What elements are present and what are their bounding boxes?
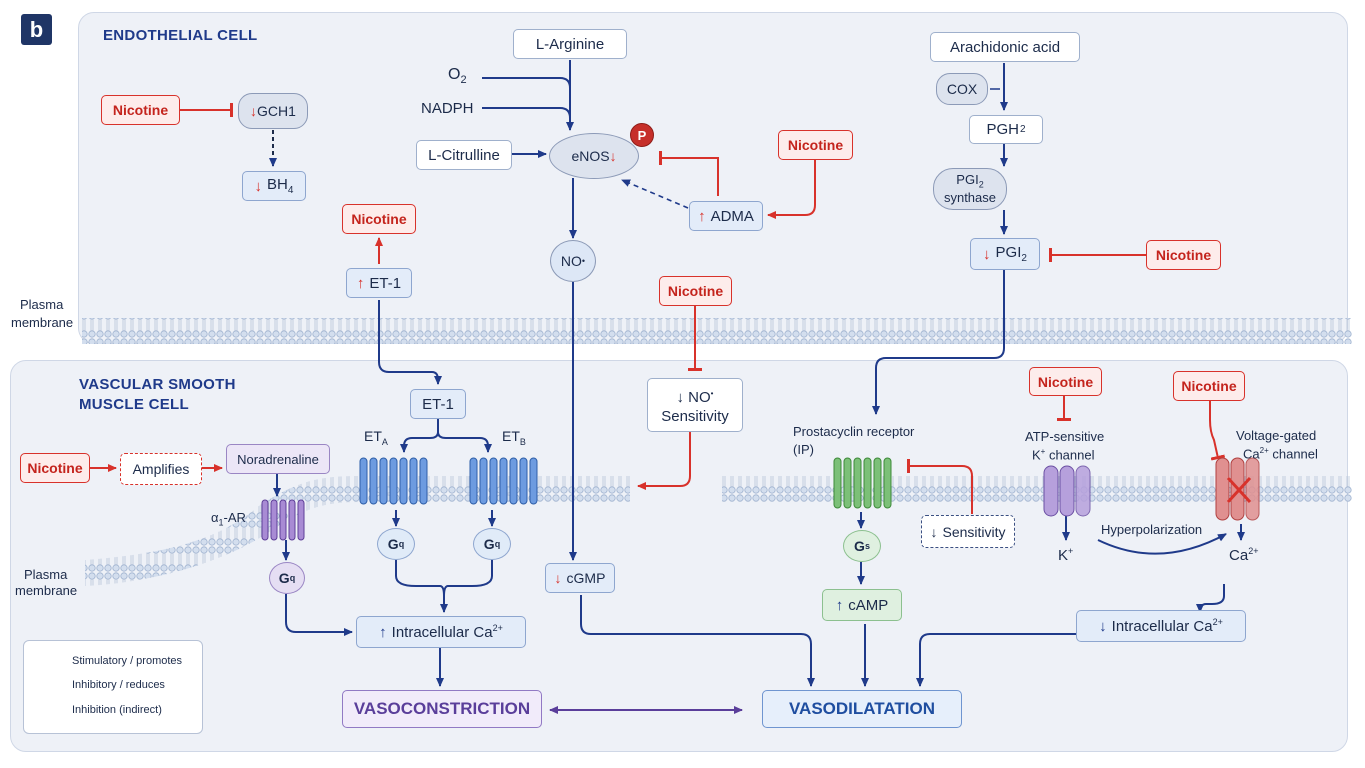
alpha1-receptor-icon [261, 499, 305, 541]
amplifies-node: Amplifies [120, 453, 202, 485]
adma-up-arrow: ↑ [698, 207, 706, 225]
atp-k-channel-label-2: K+ channel [1032, 447, 1095, 463]
panel-label: b [21, 14, 52, 45]
et1-endothelial-node: ↑ ET-1 [346, 268, 412, 298]
ca-ion-label: Ca2+ [1229, 546, 1259, 564]
adma-label: ADMA [710, 207, 754, 225]
cox-node: COX [936, 73, 988, 105]
nadph-label: NADPH [421, 100, 474, 117]
gch1-down-arrow: ↓ [250, 103, 258, 119]
nicotine-atp-k: Nicotine [1029, 367, 1102, 396]
gch1-label: GCH1 [257, 103, 296, 119]
legend: Stimulatory / promotes Inhibitory / redu… [23, 640, 203, 734]
camp-node: ↑ cAMP [822, 589, 902, 621]
vsmc-title-line1: VASCULAR SMOOTH [79, 376, 236, 393]
nicotine-voltage-gated-ca: Nicotine [1173, 371, 1245, 401]
noradrenaline-node: Noradrenaline [226, 444, 330, 474]
intracellular-ca-down-arrow: ↓ [1099, 617, 1107, 635]
pgi2-node: ↓ PGI2 [970, 238, 1040, 270]
adma-node: ↑ ADMA [689, 201, 763, 231]
et1-vsmc-node: ET-1 [410, 389, 466, 419]
hyperpolarization-label: Hyperpolarization [1101, 522, 1203, 537]
endothelial-cell-title: ENDOTHELIAL CELL [103, 27, 258, 44]
plasma-membrane-top [82, 318, 1352, 344]
intracellular-ca-up-arrow: ↑ [379, 623, 387, 641]
l-arginine-node: L-Arginine [513, 29, 627, 59]
cgmp-node: ↓ cGMP [545, 563, 615, 593]
eta-label: ETA [364, 428, 388, 447]
cgmp-down-arrow: ↓ [554, 570, 562, 586]
prostacyclin-receptor-label-2: (IP) [793, 442, 814, 457]
o2-label: O2 [448, 66, 467, 87]
channel-blocked-x-icon [1226, 476, 1252, 504]
arachidonic-acid-node: Arachidonic acid [930, 32, 1080, 62]
plasma-membrane-vsmc-left [85, 476, 630, 586]
no-sensitivity-down-arrow: ↓ [676, 388, 685, 406]
prostacyclin-receptor-label-1: Prostacyclin receptor [793, 424, 915, 439]
bh4-down-arrow: ↓ [254, 177, 263, 195]
enos-node: eNOS ↓ [549, 133, 639, 179]
nicotine-adma: Nicotine [778, 130, 853, 160]
nicotine-gch1: Nicotine [101, 95, 180, 125]
legend-indirect: Inhibition (indirect) [72, 704, 162, 716]
vsmc-title-line2: MUSCLE CELL [79, 396, 189, 413]
vasoconstriction-node: VASOCONSTRICTION [342, 690, 542, 728]
gch1-node: ↓ GCH1 [238, 93, 308, 129]
bh4-label: BH4 [267, 176, 294, 196]
phosphorylation-badge: P [630, 123, 654, 147]
legend-inhibitory: Inhibitory / reduces [72, 679, 165, 691]
bh4-node: ↓ BH4 [242, 171, 306, 201]
voltage-gated-ca-label-1: Voltage-gated [1236, 428, 1317, 443]
no-node: NO• [550, 240, 596, 282]
enos-down-arrow: ↓ [609, 148, 617, 164]
nicotine-noradrenaline: Nicotine [20, 453, 90, 483]
plasma-membrane-label-bottom-1: Plasma [24, 567, 68, 582]
camp-up-arrow: ↑ [835, 596, 844, 614]
pgi2-down-arrow: ↓ [983, 245, 991, 263]
prostacyclin-receptor-icon [833, 457, 892, 509]
intracellular-ca-up-node: ↑ Intracellular Ca2+ [356, 616, 526, 648]
alpha1-ar-label: α1-AR [211, 510, 246, 528]
atp-k-channel-icon [1043, 465, 1091, 517]
voltage-gated-ca-label-2: Ca2+ channel [1243, 446, 1318, 462]
vasodilatation-node: VASODILATATION [762, 690, 962, 728]
et1-endothelial-label: ET-1 [369, 274, 402, 292]
l-citrulline-node: L-Citrulline [416, 140, 512, 170]
etb-label: ETB [502, 428, 526, 447]
sensitivity-node: ↓ Sensitivity [921, 515, 1015, 548]
etb-receptor-icon [469, 457, 538, 505]
eta-receptor-icon [359, 457, 428, 505]
sensitivity-down-arrow: ↓ [930, 523, 938, 540]
plasma-membrane-label-bottom-2: membrane [15, 583, 78, 598]
k-ion-label: K+ [1058, 546, 1074, 564]
nicotine-et1: Nicotine [342, 204, 416, 234]
plasma-membrane-label-top-2: membrane [11, 315, 74, 330]
no-sensitivity-node: ↓ NO• Sensitivity [647, 378, 743, 432]
atp-k-channel-label-1: ATP-sensitive [1025, 429, 1105, 444]
nicotine-pgi2: Nicotine [1146, 240, 1221, 270]
et1-up-arrow: ↑ [356, 274, 365, 292]
legend-stimulatory: Stimulatory / promotes [72, 655, 183, 667]
intracellular-ca-down-node: ↓ Intracellular Ca2+ [1076, 610, 1246, 642]
plasma-membrane-label-top-1: Plasma [20, 297, 64, 312]
enos-label: eNOS [571, 148, 610, 164]
nicotine-no-sensitivity: Nicotine [659, 276, 732, 306]
pgi2-synthase-node: PGI2 synthase [933, 168, 1007, 210]
